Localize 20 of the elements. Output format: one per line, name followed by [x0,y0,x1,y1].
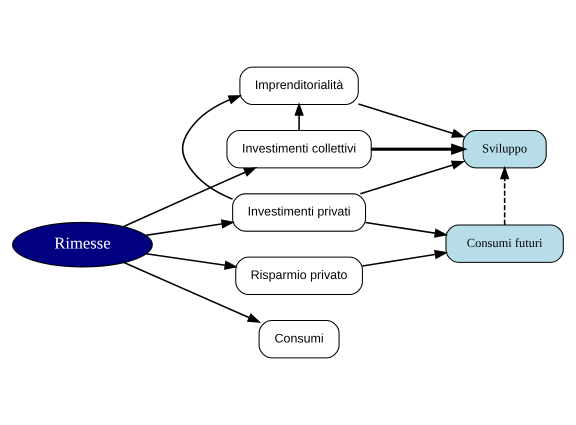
node-ellipse: Rimesse [12,222,153,268]
node-box: Sviluppo [462,130,547,168]
node-box: Consumi futuri [445,224,564,263]
arrow [360,160,466,194]
arrow [146,219,235,236]
arrow [123,166,258,228]
arrow [146,253,238,270]
node-box: Investimenti privati [232,193,366,232]
arrow [366,222,448,238]
arrow [182,95,242,200]
arrow [362,250,448,267]
node-box: Imprenditorialità [239,66,359,106]
node-box: Investimenti collettivi [226,130,372,168]
arrow [124,262,262,323]
arrow [294,102,304,130]
arrow [500,166,510,225]
node-box: Risparmio privato [235,256,363,296]
arrow [358,103,466,138]
node-box: Consumi [258,320,340,358]
arrow [371,143,468,155]
